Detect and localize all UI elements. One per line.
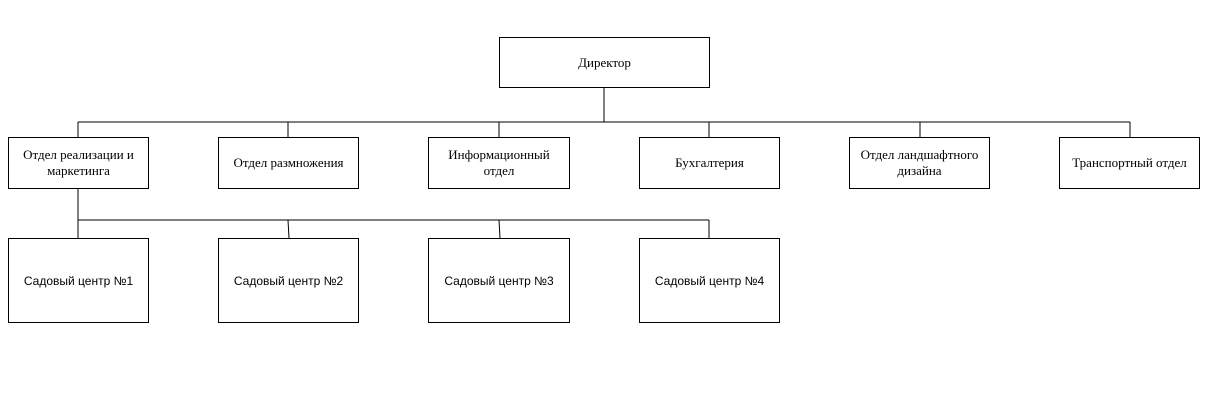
node-sales-marketing-label: Отдел реализации и маркетинга: [23, 147, 134, 178]
node-garden-center-2: Садовый центр №2: [218, 238, 359, 323]
node-garden-center-4: Садовый центр №4: [639, 238, 780, 323]
node-transport-label: Транспортный отдел: [1072, 155, 1187, 170]
node-accounting: Бухгалтерия: [639, 137, 780, 189]
node-garden-center-1: Садовый центр №1: [8, 238, 149, 323]
node-information: Информационный отдел: [428, 137, 570, 189]
node-landscape-design-label: Отдел ландшафтного дизайна: [860, 147, 979, 178]
node-information-label: Информационный отдел: [448, 147, 550, 178]
node-garden-center-3-label: Садовый центр №3: [444, 273, 554, 288]
node-transport: Транспортный отдел: [1059, 137, 1200, 189]
node-director-label: Директор: [578, 54, 631, 70]
node-director: Директор: [499, 37, 710, 88]
node-sales-marketing: Отдел реализации и маркетинга: [8, 137, 149, 189]
node-garden-center-3: Садовый центр №3: [428, 238, 570, 323]
node-propagation: Отдел размножения: [218, 137, 359, 189]
node-garden-center-1-label: Садовый центр №1: [23, 273, 134, 288]
node-garden-center-2-label: Садовый центр №2: [233, 273, 344, 288]
connector-to-gc2: [287, 219, 290, 239]
node-propagation-label: Отдел размножения: [233, 155, 344, 170]
node-garden-center-4-label: Садовый центр №4: [654, 273, 765, 288]
node-landscape-design: Отдел ландшафтного дизайна: [849, 137, 990, 189]
node-accounting-label: Бухгалтерия: [675, 155, 744, 170]
connector-to-gc3: [498, 219, 501, 239]
